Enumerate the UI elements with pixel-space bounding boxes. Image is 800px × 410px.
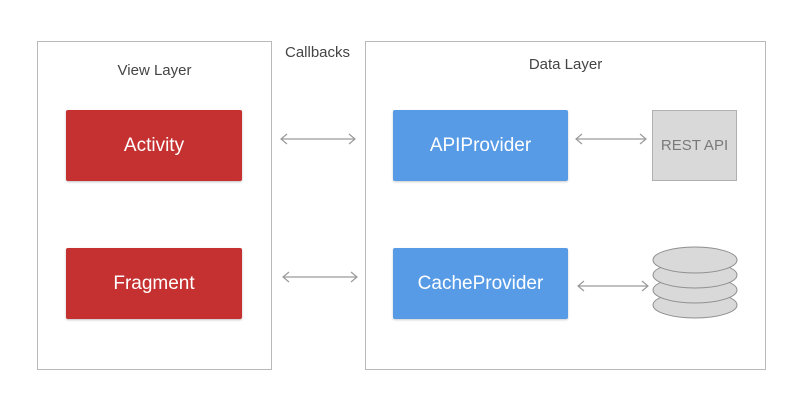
bidirectional-arrow-icon xyxy=(282,271,358,283)
cache-provider-box: CacheProvider xyxy=(393,248,568,319)
cache-provider-label: CacheProvider xyxy=(417,272,544,294)
data-layer-title: Data Layer xyxy=(528,56,603,73)
rest-api-label: REST API xyxy=(660,137,729,154)
database-icon xyxy=(652,246,738,319)
rest-api-box: REST API xyxy=(652,110,737,181)
activity-label: Activity xyxy=(123,134,185,156)
fragment-box: Fragment xyxy=(66,248,242,319)
api-provider-label: APIProvider xyxy=(429,134,532,156)
activity-box: Activity xyxy=(66,110,242,181)
view-layer-panel: View Layer Activity Fragment xyxy=(37,41,272,370)
view-layer-title: View Layer xyxy=(117,62,192,79)
bidirectional-arrow-icon xyxy=(575,133,647,145)
bidirectional-arrow-icon xyxy=(280,133,356,145)
bidirectional-arrow-icon xyxy=(577,280,649,292)
data-layer-panel: Data Layer APIProvider CacheProvider RES… xyxy=(365,41,766,370)
callbacks-label: Callbacks xyxy=(285,44,351,61)
api-provider-box: APIProvider xyxy=(393,110,568,181)
fragment-label: Fragment xyxy=(113,272,195,294)
